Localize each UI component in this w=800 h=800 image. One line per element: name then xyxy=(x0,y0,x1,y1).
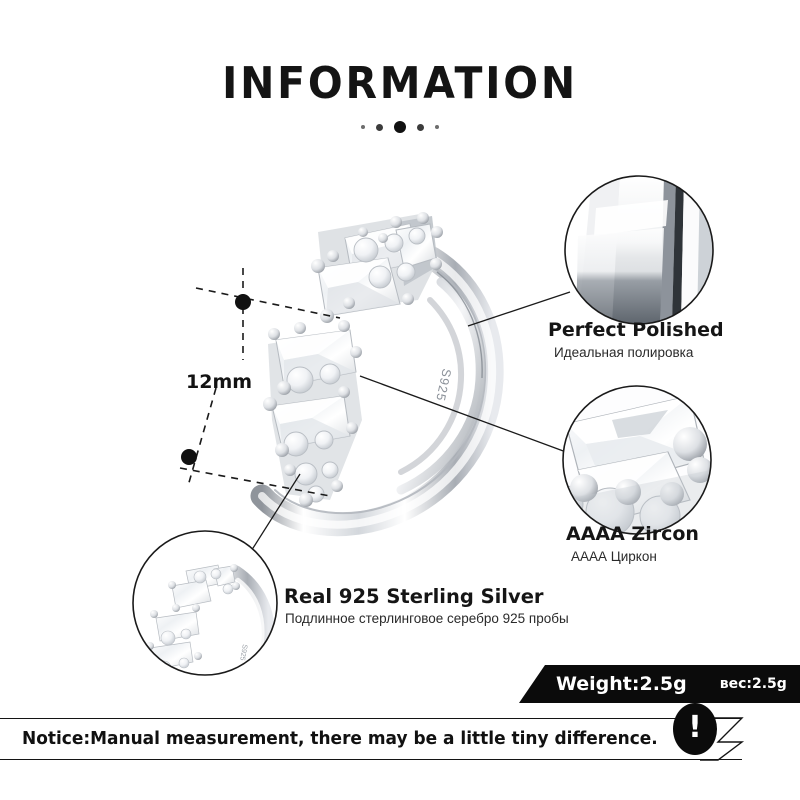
gem-cluster-upper xyxy=(311,212,443,323)
leader-lines xyxy=(247,291,571,557)
weight-banner: Weight:2.5g вес:2.5g xyxy=(519,665,800,703)
band-stamp-s925: S925 xyxy=(433,367,454,402)
callout-title-ru: Идеальная полировка xyxy=(554,344,694,360)
measure-endpoint-dot xyxy=(235,294,251,310)
ornament-dot xyxy=(417,123,424,131)
callout-title-ru: АААА Циркон xyxy=(571,548,657,564)
notice-text: Notice:Manual measurement, there may be … xyxy=(22,729,658,749)
gem-cluster-lower xyxy=(263,320,362,507)
ornament-dot xyxy=(435,125,439,129)
callout-real-925-sterling-silver: Real 925 Sterling Silver Подлинное стерл… xyxy=(284,585,569,628)
header: INFORMATION xyxy=(0,62,800,134)
exclamation-icon: ! xyxy=(673,703,717,755)
measure-endpoint-dot xyxy=(181,449,197,465)
magnifier-perfect-polished xyxy=(564,175,714,325)
ring-main: S925 xyxy=(250,212,504,537)
callout-title-ru: Подлинное стерлинговое серебро 925 пробы xyxy=(285,611,569,627)
measurement-label-12mm: 12mm xyxy=(186,371,253,393)
magnifier-aaaa-zircon xyxy=(562,385,712,535)
leader-line-polished xyxy=(467,291,571,327)
svg-text:S925: S925 xyxy=(238,644,248,661)
ornament-dot xyxy=(361,125,365,129)
callout-title-en: Real 925 Sterling Silver xyxy=(284,585,544,608)
ornament-dot xyxy=(394,121,406,133)
weight-value-ru: вес:2.5g xyxy=(719,676,787,692)
notice-bar: Notice:Manual measurement, there may be … xyxy=(0,718,742,760)
exclamation-glyph: ! xyxy=(688,710,702,745)
callout-perfect-polished: Perfect Polished Идеальная полировка xyxy=(548,319,724,361)
page-title: INFORMATION xyxy=(222,58,578,109)
callout-title-en: Perfect Polished xyxy=(548,319,724,341)
leader-line-zircon xyxy=(359,375,567,453)
magnifier-real-925-ring: S925 xyxy=(132,530,278,676)
leader-line-silver xyxy=(247,473,301,557)
callout-title-en: AAAA Zircon xyxy=(566,523,699,545)
weight-value-en: Weight:2.5g xyxy=(556,673,687,695)
title-dot-ornament xyxy=(0,120,800,134)
ornament-dot xyxy=(376,123,383,131)
measurement-guide-12mm xyxy=(179,268,341,497)
callout-aaaa-zircon: AAAA Zircon АААА Циркон xyxy=(566,523,699,565)
